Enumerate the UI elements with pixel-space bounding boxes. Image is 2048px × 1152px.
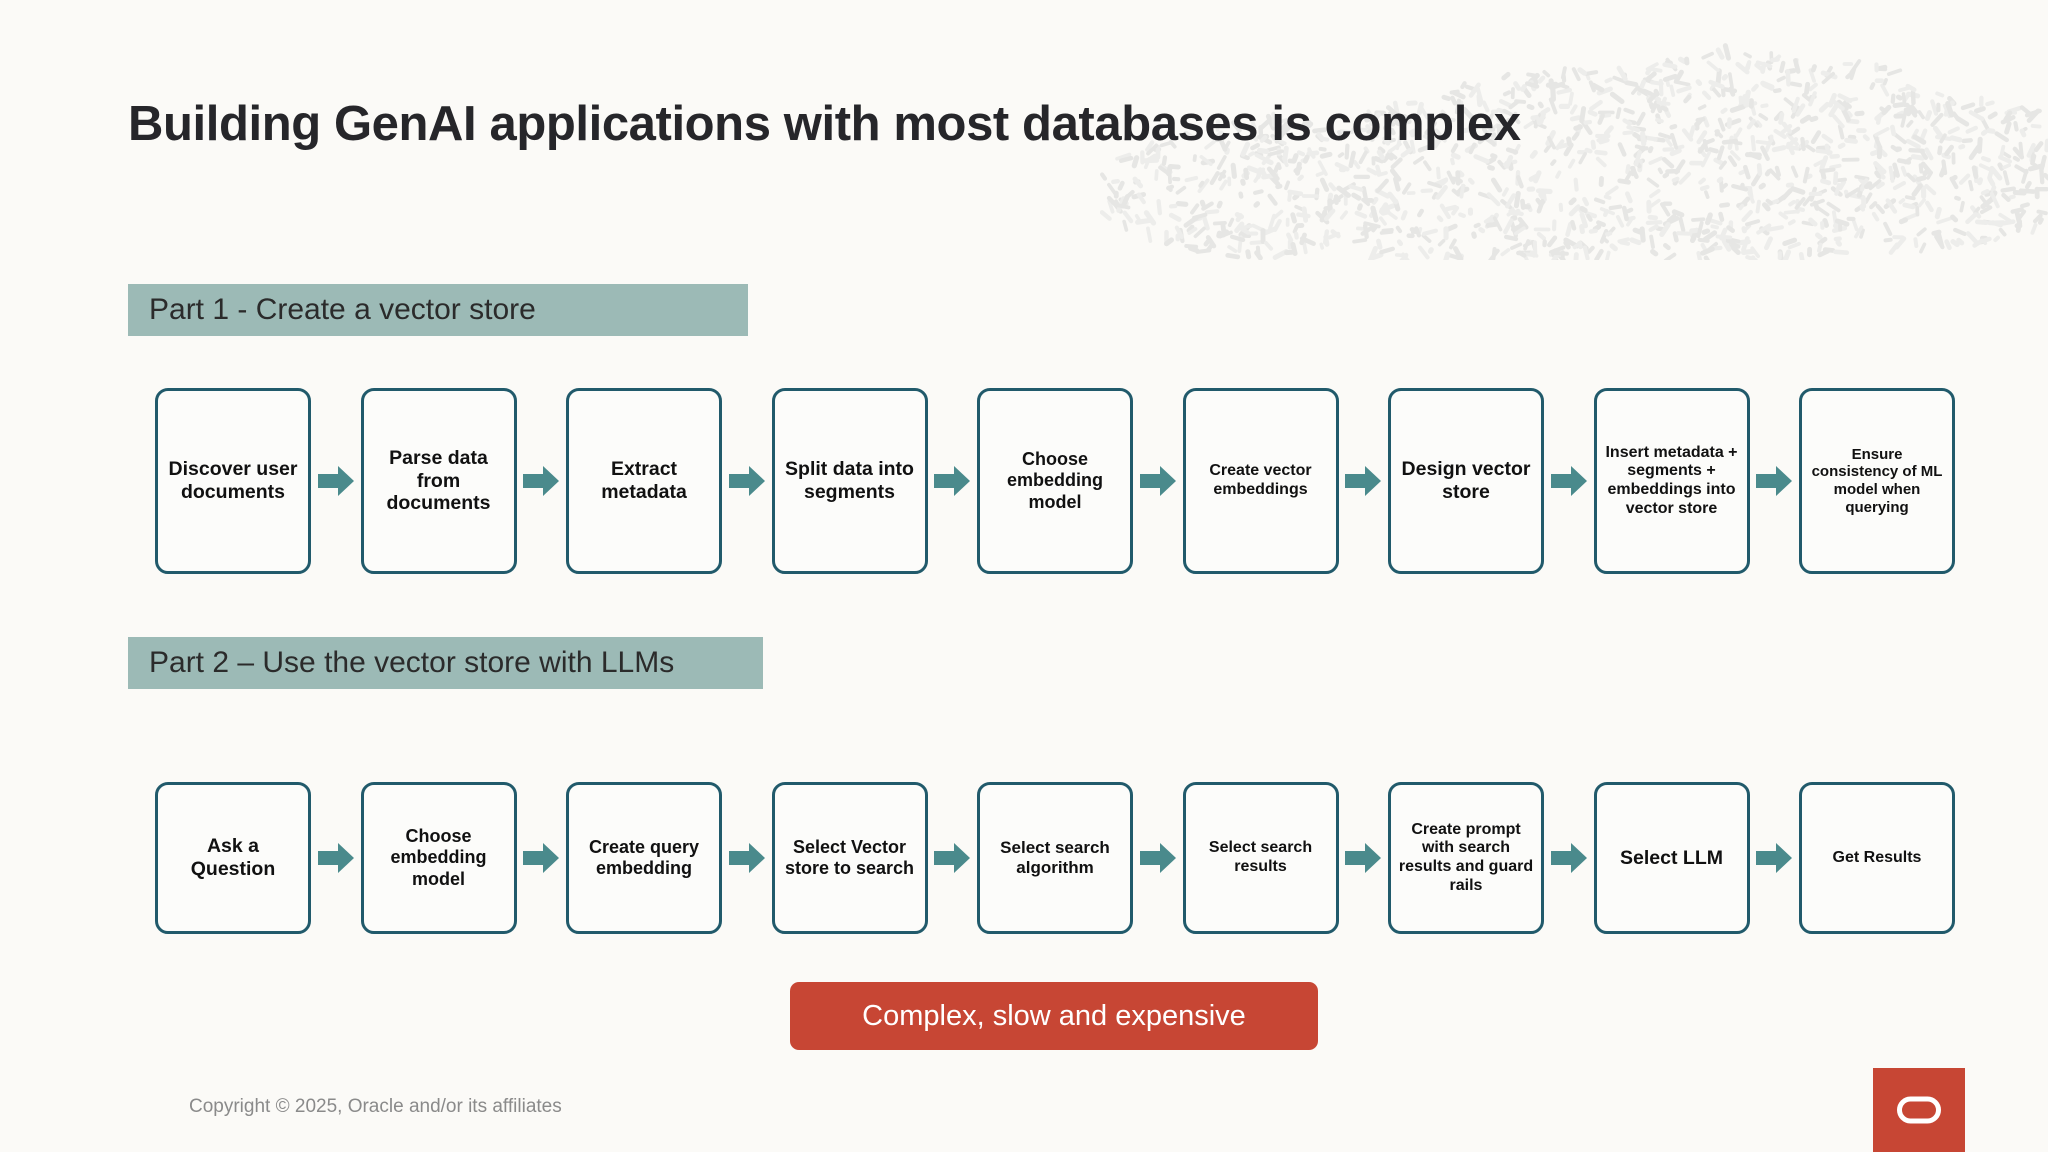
flow-step: Design vector store bbox=[1388, 388, 1544, 574]
flow-arrow-icon bbox=[523, 464, 560, 498]
flow-step: Choose embedding model bbox=[360, 782, 517, 934]
flow-arrow-icon bbox=[1756, 464, 1793, 498]
flow-arrow-icon bbox=[317, 841, 354, 875]
flow-step: Extract metadata bbox=[566, 388, 722, 574]
flow-step: Insert metadata + segments + embeddings … bbox=[1593, 388, 1750, 574]
flow-step: Select search algorithm bbox=[977, 782, 1133, 934]
flow-arrow-icon bbox=[1139, 841, 1176, 875]
flow-arrow-icon bbox=[934, 841, 971, 875]
flow-step: Ensure consistency of ML model when quer… bbox=[1799, 388, 1955, 574]
section-header-part-1: Part 1 - Create a vector store bbox=[128, 284, 748, 336]
section-header-part-1-label: Part 1 - Create a vector store bbox=[149, 293, 536, 326]
flow-step: Discover user documents bbox=[155, 388, 311, 574]
flow-step: Select LLM bbox=[1593, 782, 1750, 934]
flow-step: Get Results bbox=[1799, 782, 1955, 934]
conclusion-banner: Complex, slow and expensive bbox=[790, 982, 1318, 1050]
section-header-part-2: Part 2 – Use the vector store with LLMs bbox=[128, 637, 763, 689]
section-header-part-2-label: Part 2 – Use the vector store with LLMs bbox=[149, 646, 675, 679]
copyright-text: Copyright © 2025, Oracle and/or its affi… bbox=[189, 1096, 562, 1117]
flow-row-part-2: Ask a Question Choose embedding model Crea… bbox=[155, 765, 1955, 951]
oracle-logo bbox=[1873, 1068, 1965, 1152]
flow-arrow-icon bbox=[1550, 841, 1587, 875]
flow-arrow-icon bbox=[934, 464, 971, 498]
flow-step: Create query embedding bbox=[566, 782, 722, 934]
flow-step: Create vector embeddings bbox=[1182, 388, 1339, 574]
flow-arrow-icon bbox=[1345, 841, 1382, 875]
flow-step: Select Vector store to search bbox=[771, 782, 928, 934]
flow-step: Choose embedding model bbox=[977, 388, 1133, 574]
conclusion-banner-label: Complex, slow and expensive bbox=[862, 999, 1246, 1032]
flow-arrow-icon bbox=[728, 464, 765, 498]
flow-arrow-icon bbox=[1756, 841, 1793, 875]
flow-step: Split data into segments bbox=[771, 388, 928, 574]
flow-arrow-icon bbox=[1139, 464, 1176, 498]
flow-step: Ask a Question bbox=[155, 782, 311, 934]
flow-step: Create prompt with search results and gu… bbox=[1388, 782, 1544, 934]
oracle-logo-mark-icon bbox=[1897, 1096, 1941, 1124]
flow-step: Parse data from documents bbox=[360, 388, 517, 574]
flow-arrow-icon bbox=[728, 841, 765, 875]
page-title: Building GenAI applications with most da… bbox=[128, 97, 1521, 151]
flow-arrow-icon bbox=[1550, 464, 1587, 498]
flow-arrow-icon bbox=[317, 464, 354, 498]
flow-arrow-icon bbox=[1345, 464, 1382, 498]
flow-arrow-icon bbox=[523, 841, 560, 875]
flow-step: Select search results bbox=[1182, 782, 1339, 934]
flow-row-part-1: Discover user documents Parse data from d… bbox=[155, 388, 1955, 574]
